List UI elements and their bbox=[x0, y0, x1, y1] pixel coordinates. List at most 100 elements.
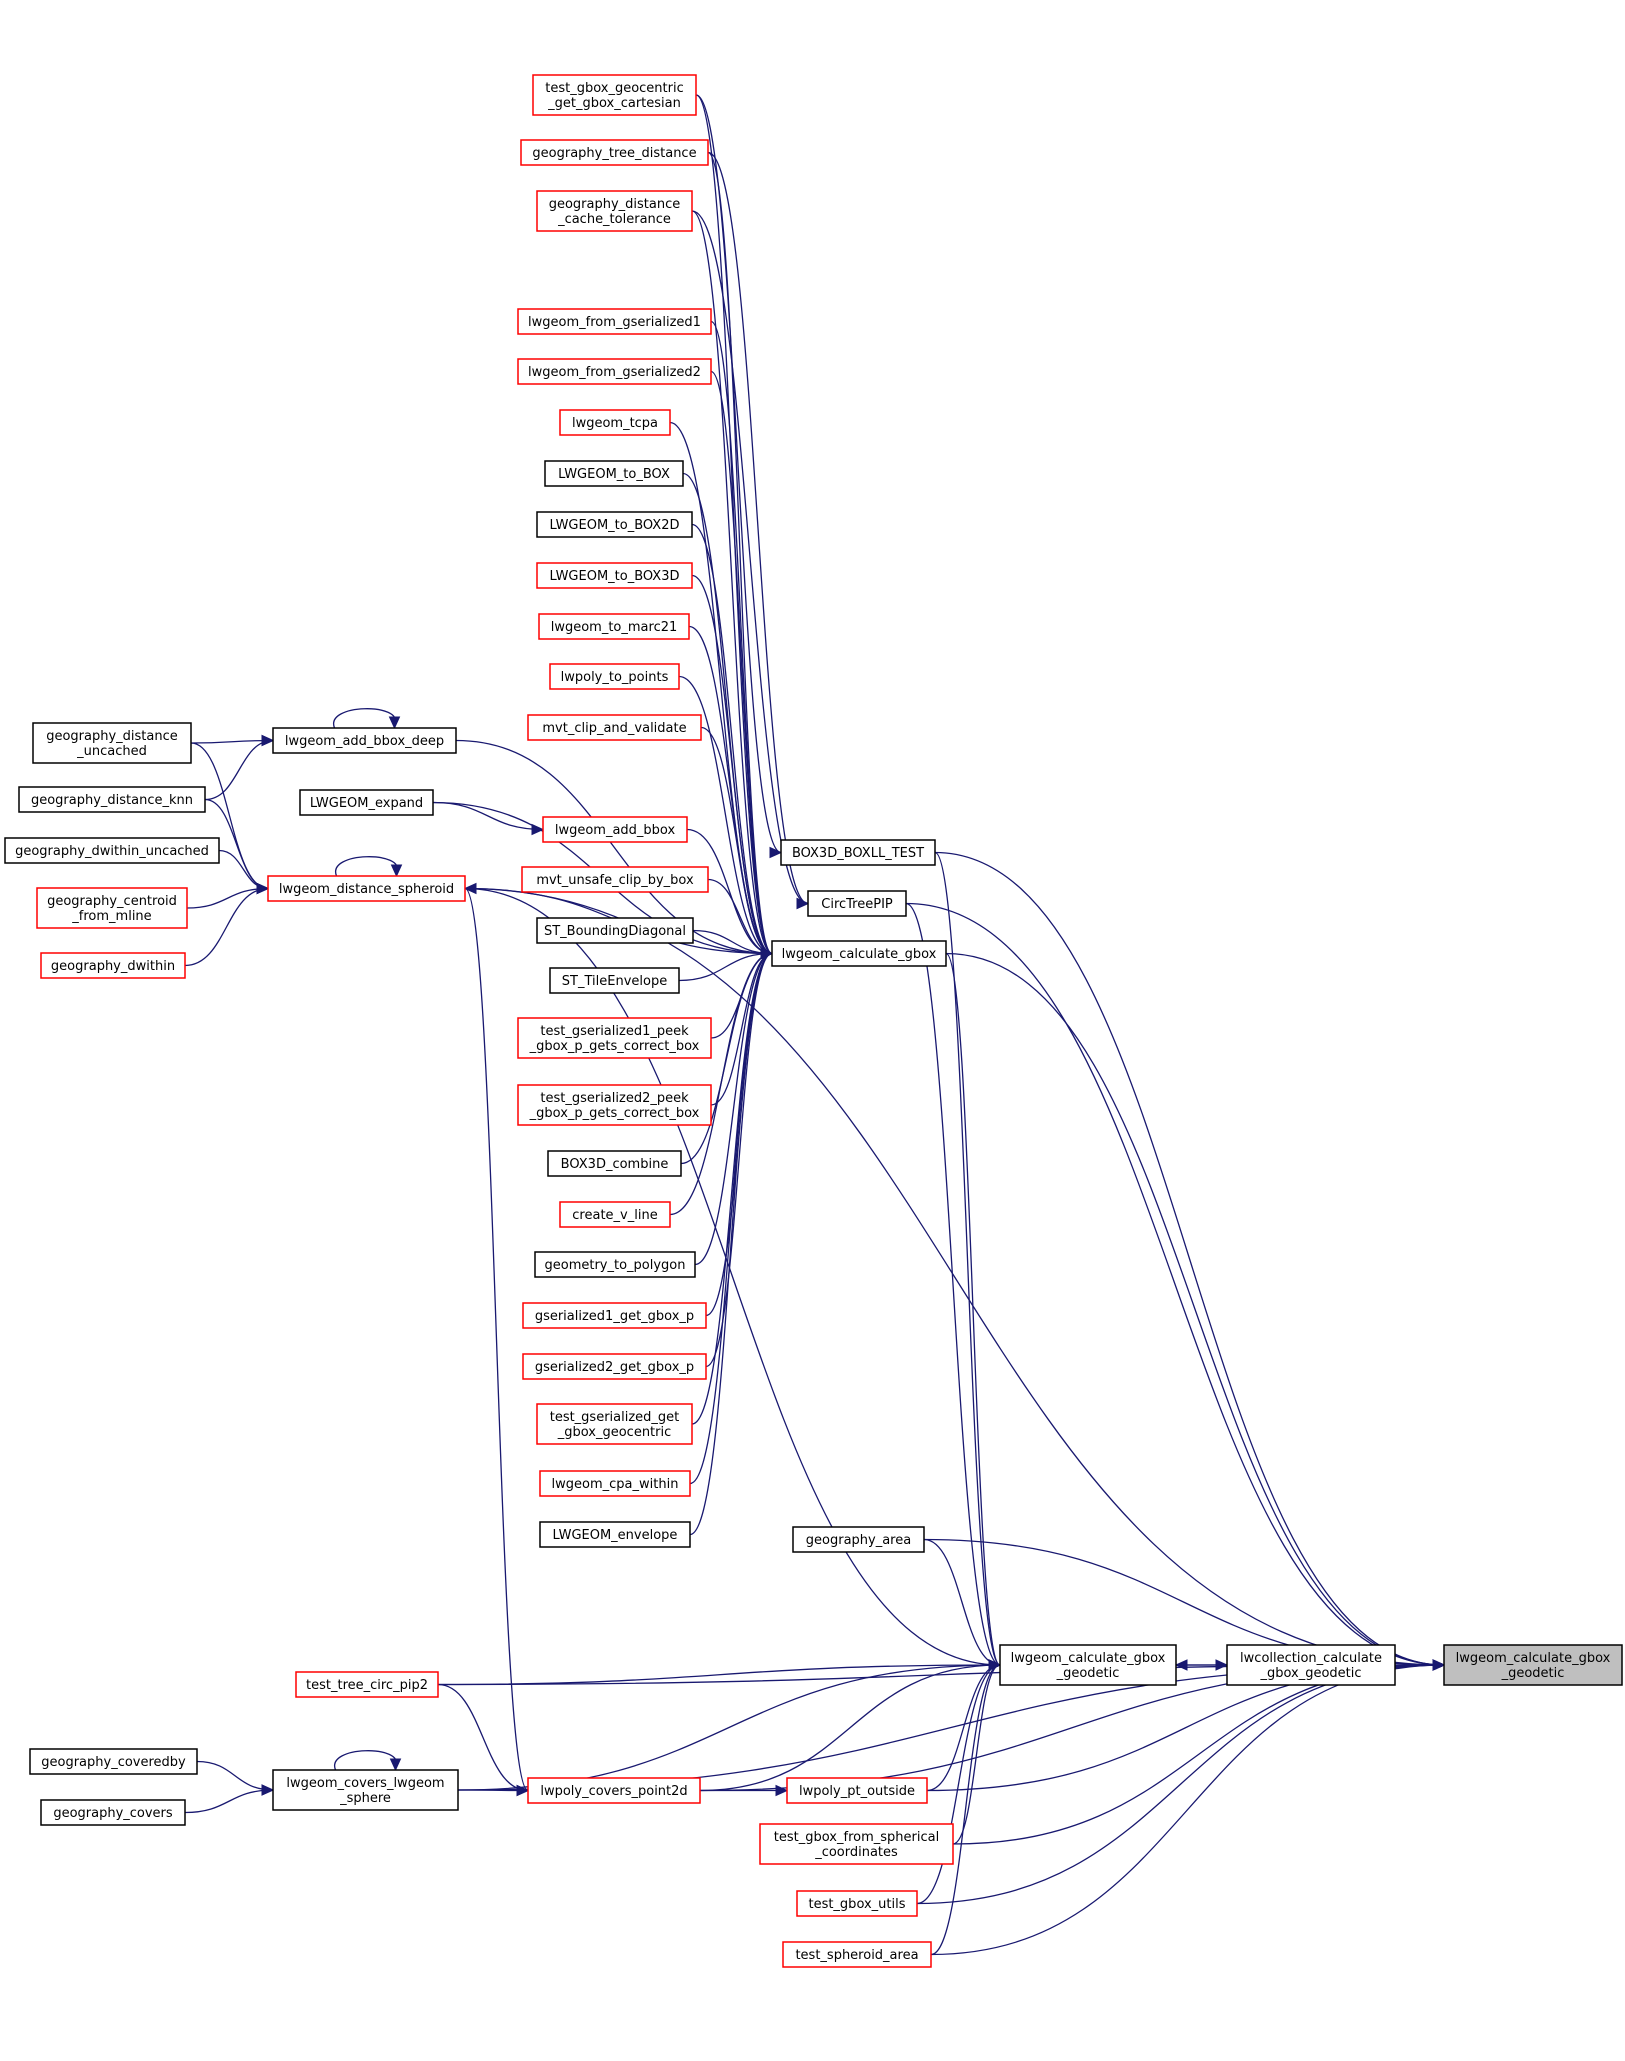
node-geography_area[interactable]: geography_area bbox=[792, 1526, 925, 1553]
node-box bbox=[520, 139, 709, 166]
node-test_gbox_geocentric_get_gbox_cartesian[interactable]: test_gbox_geocentric_get_gbox_cartesian bbox=[532, 74, 697, 116]
edge-line bbox=[669, 952, 773, 1216]
node-box bbox=[536, 1403, 693, 1445]
node-lwgeom_distance_spheroid[interactable]: lwgeom_distance_spheroid bbox=[267, 875, 466, 902]
node-label-line: mvt_unsafe_clip_by_box bbox=[536, 873, 694, 888]
edge-geography_area-to-lwgeom_calculate_gbox_geodetic bbox=[923, 1538, 1002, 1671]
node-lwgeom_envelope[interactable]: LWGEOM_envelope bbox=[539, 1521, 691, 1548]
edge-line bbox=[695, 94, 782, 854]
node-circtreepip[interactable]: CircTreePIP bbox=[807, 890, 907, 917]
node-box bbox=[549, 663, 680, 690]
node-label-line: test_gbox_from_spherical bbox=[774, 1830, 939, 1845]
edge-arrowhead bbox=[796, 897, 810, 910]
node-test_gserialized1_peek[interactable]: test_gserialized1_peek_gbox_p_gets_corre… bbox=[517, 1017, 712, 1059]
node-geography_dwithin[interactable]: geography_dwithin bbox=[40, 952, 186, 979]
node-geography_distance_uncached[interactable]: geography_distance_uncached bbox=[32, 722, 192, 764]
edge-lwpoly_covers_point2d-to-lwgeom_distance_spheroid bbox=[463, 882, 529, 1792]
edge-test_gbox_geocentric_get_gbox_cartesian-to-box3d_boxll_test bbox=[695, 94, 783, 859]
node-lwpoly_to_points[interactable]: lwpoly_to_points bbox=[549, 663, 680, 690]
node-lwgeom_to_box2d[interactable]: LWGEOM_to_BOX2D bbox=[536, 511, 693, 538]
node-mvt_clip_and_validate[interactable]: mvt_clip_and_validate bbox=[527, 714, 702, 741]
node-test_gserialized_get_gbox_geocentric[interactable]: test_gserialized_get_gbox_geocentric bbox=[536, 1403, 693, 1445]
node-gserialized1_get_gbox_p[interactable]: gserialized1_get_gbox_p bbox=[522, 1302, 707, 1329]
node-mvt_unsafe_clip_by_box[interactable]: mvt_unsafe_clip_by_box bbox=[521, 866, 709, 893]
node-label-line: LWGEOM_to_BOX bbox=[558, 467, 670, 482]
node-lwpoly_pt_outside[interactable]: lwpoly_pt_outside bbox=[786, 1777, 928, 1804]
node-lwgeom_to_box[interactable]: LWGEOM_to_BOX bbox=[544, 460, 684, 487]
edge-line bbox=[952, 1664, 1445, 1845]
node-label-line: lwgeom_tcpa bbox=[572, 416, 658, 431]
edge-line bbox=[930, 1664, 1001, 1956]
node-box bbox=[771, 940, 947, 967]
node-lwgeom_expand[interactable]: LWGEOM_expand bbox=[299, 789, 434, 816]
edge-line bbox=[916, 1664, 1445, 1905]
node-lwgeom_covers_lwgeom_sphere[interactable]: lwgeom_covers_lwgeom_sphere bbox=[272, 1769, 459, 1811]
node-label-line: lwgeom_from_gserialized2 bbox=[528, 365, 701, 380]
node-box bbox=[517, 358, 712, 385]
node-box bbox=[792, 1526, 925, 1553]
node-box bbox=[786, 1777, 928, 1804]
node-create_v_line[interactable]: create_v_line bbox=[559, 1201, 671, 1228]
node-label-line: lwcollection_calculate bbox=[1240, 1651, 1382, 1666]
node-lwgeom_to_marc21[interactable]: lwgeom_to_marc21 bbox=[538, 613, 690, 640]
node-geography_distance_cache_tolerance[interactable]: geography_distance_cache_tolerance bbox=[536, 190, 693, 232]
node-lwgeom_from_gserialized1[interactable]: lwgeom_from_gserialized1 bbox=[517, 308, 712, 335]
edge-geography_dwithin-to-lwgeom_distance_spheroid bbox=[184, 882, 270, 967]
node-lwgeom_add_bbox[interactable]: lwgeom_add_bbox bbox=[542, 816, 688, 843]
edge-test_gbox_utils-to-target bbox=[916, 1659, 1446, 1905]
edge-arrowhead bbox=[1432, 1659, 1446, 1671]
edge-line bbox=[930, 1664, 1445, 1956]
node-box3d_boxll_test[interactable]: BOX3D_BOXLL_TEST bbox=[780, 839, 936, 866]
node-lwgeom_from_gserialized2[interactable]: lwgeom_from_gserialized2 bbox=[517, 358, 712, 385]
node-st_tileenvelope[interactable]: ST_TileEnvelope bbox=[549, 967, 680, 994]
node-label-line: BOX3D_combine bbox=[561, 1157, 669, 1172]
node-target[interactable]: lwgeom_calculate_gbox_geodetic bbox=[1443, 1644, 1623, 1686]
node-box3d_combine[interactable]: BOX3D_combine bbox=[547, 1150, 682, 1177]
edge-lwgeom_calculate_gbox-to-target bbox=[945, 952, 1446, 1671]
node-geometry_to_polygon[interactable]: geometry_to_polygon bbox=[534, 1251, 696, 1278]
edge-lwgeom_add_bbox_deep-to-lwgeom_add_bbox_deep bbox=[333, 708, 401, 730]
node-box bbox=[522, 1302, 707, 1329]
edge-circtreepip-to-target bbox=[905, 902, 1446, 1671]
node-box bbox=[532, 74, 697, 116]
node-lwgeom_cpa_within[interactable]: lwgeom_cpa_within bbox=[539, 1470, 691, 1497]
edge-line bbox=[186, 887, 269, 909]
node-test_tree_circ_pip2[interactable]: test_tree_circ_pip2 bbox=[295, 1671, 439, 1698]
node-test_gserialized2_peek[interactable]: test_gserialized2_peek_gbox_p_gets_corre… bbox=[517, 1084, 712, 1126]
node-st_boundingdiagonal[interactable]: ST_BoundingDiagonal bbox=[536, 917, 694, 944]
node-geography_covers[interactable]: geography_covers bbox=[40, 1799, 186, 1826]
node-lwgeom_calculate_gbox[interactable]: lwgeom_calculate_gbox bbox=[771, 940, 947, 967]
node-box bbox=[536, 511, 693, 538]
edge-lwpoly_covers_point2d-to-lwpoly_pt_outside bbox=[700, 1784, 789, 1797]
node-label-line: geography_dwithin bbox=[51, 959, 175, 974]
node-box bbox=[536, 917, 694, 944]
node-box bbox=[759, 1823, 954, 1865]
node-label-line: _sphere bbox=[339, 1791, 391, 1806]
node-lwgeom_tcpa[interactable]: lwgeom_tcpa bbox=[559, 409, 671, 436]
node-lwgeom_calculate_gbox_geodetic[interactable]: lwgeom_calculate_gbox_geodetic bbox=[999, 1644, 1177, 1686]
node-lwgeom_to_box3d[interactable]: LWGEOM_to_BOX3D bbox=[536, 562, 693, 589]
node-geography_centroid_from_mline[interactable]: geography_centroid_from_mline bbox=[36, 887, 188, 929]
node-label-line: gserialized2_get_gbox_p bbox=[535, 1360, 694, 1375]
node-box bbox=[299, 789, 434, 816]
edge-test_spheroid_area-to-lwgeom_calculate_gbox_geodetic bbox=[930, 1659, 1002, 1956]
node-lwgeom_add_bbox_deep[interactable]: lwgeom_add_bbox_deep bbox=[272, 727, 457, 754]
node-label-line: create_v_line bbox=[572, 1208, 657, 1223]
edge-line bbox=[437, 1683, 529, 1792]
node-geography_coveredby[interactable]: geography_coveredby bbox=[29, 1748, 198, 1775]
node-test_gbox_utils[interactable]: test_gbox_utils bbox=[796, 1890, 918, 1917]
node-lwpoly_covers_point2d[interactable]: lwpoly_covers_point2d bbox=[527, 1777, 701, 1804]
node-label-line: lwgeom_calculate_gbox bbox=[1456, 1651, 1611, 1666]
edge-line bbox=[333, 708, 396, 729]
node-box bbox=[782, 1941, 932, 1968]
node-geography_distance_knn[interactable]: geography_distance_knn bbox=[18, 786, 206, 813]
node-label-line: ST_TileEnvelope bbox=[562, 974, 667, 989]
node-test_gbox_from_spherical_coordinates[interactable]: test_gbox_from_spherical_coordinates bbox=[759, 1823, 954, 1865]
node-test_spheroid_area[interactable]: test_spheroid_area bbox=[782, 1941, 932, 1968]
node-lwcollection_calculate_gbox_geodetic[interactable]: lwcollection_calculate_gbox_geodetic bbox=[1226, 1644, 1396, 1686]
node-geography_dwithin_uncached[interactable]: geography_dwithin_uncached bbox=[4, 837, 220, 864]
node-geography_tree_distance[interactable]: geography_tree_distance bbox=[520, 139, 709, 166]
node-label-line: test_gbox_utils bbox=[808, 1897, 905, 1912]
node-gserialized2_get_gbox_p[interactable]: gserialized2_get_gbox_p bbox=[522, 1353, 707, 1380]
edge-line bbox=[335, 856, 398, 877]
